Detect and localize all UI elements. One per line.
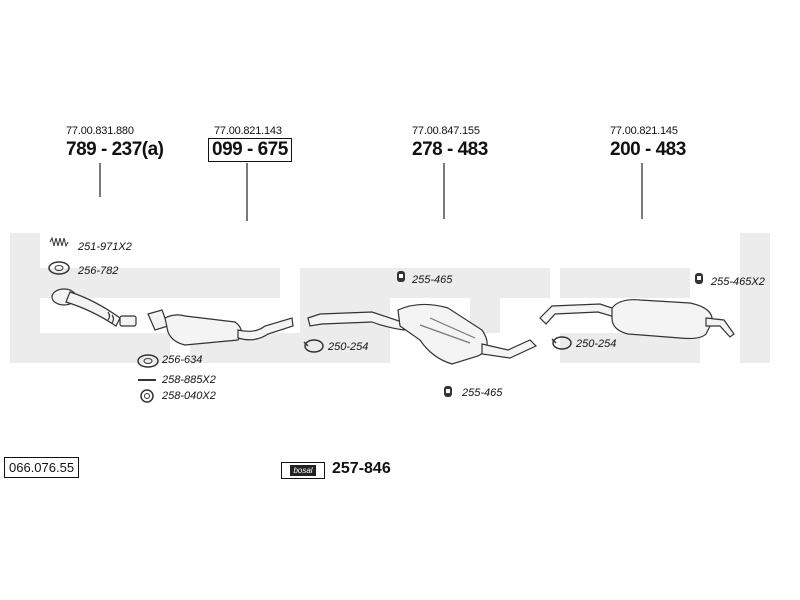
label-gasket-top: 256-782 <box>78 265 119 277</box>
part-number-4[interactable]: 200 - 483 <box>610 139 686 160</box>
label-gasket-cat: 256-634 <box>162 354 203 366</box>
label-clamp-2: 250-254 <box>576 338 617 350</box>
clamp-icon-2 <box>551 336 572 350</box>
catalytic-converter-icon <box>147 309 294 346</box>
label-nut: 258-040X2 <box>162 390 216 402</box>
kit-number[interactable]: 257-846 <box>332 460 391 477</box>
hanger-bottom-icon <box>444 386 452 397</box>
label-hanger-rear: 255-465X2 <box>711 276 765 288</box>
nut-icon <box>140 389 154 403</box>
spring-icon <box>49 236 69 248</box>
label-bolt: 258-885X2 <box>162 374 216 386</box>
label-hanger-bottom: 255-465 <box>462 387 503 399</box>
part-number-2[interactable]: 099 - 675 <box>208 138 292 162</box>
label-spring: 251-971X2 <box>78 241 132 253</box>
gasket-ring-icon <box>48 261 70 275</box>
bosal-logo-text: bosal <box>290 465 316 476</box>
clamp-icon-1 <box>303 339 324 353</box>
center-muffler-icon <box>307 303 538 365</box>
bosal-logo: bosal <box>281 462 325 479</box>
oem-number-1: 77.00.831.880 <box>66 125 134 137</box>
front-pipe-icon <box>51 288 137 327</box>
rear-muffler-icon <box>539 299 735 340</box>
oem-number-4: 77.00.821.145 <box>610 125 678 137</box>
hanger-top-icon <box>397 271 405 282</box>
part-number-3[interactable]: 278 - 483 <box>412 139 488 160</box>
oem-number-2: 77.00.821.143 <box>214 125 282 137</box>
part-number-1[interactable]: 789 - 237(a) <box>66 139 164 160</box>
oem-number-3: 77.00.847.155 <box>412 125 480 137</box>
label-hanger-top: 255-465 <box>412 274 453 286</box>
label-clamp-1: 250-254 <box>328 341 369 353</box>
gasket-cat-icon <box>137 354 159 368</box>
catalog-reference: 066.076.55 <box>4 457 80 478</box>
hanger-rear-icon <box>695 273 703 284</box>
